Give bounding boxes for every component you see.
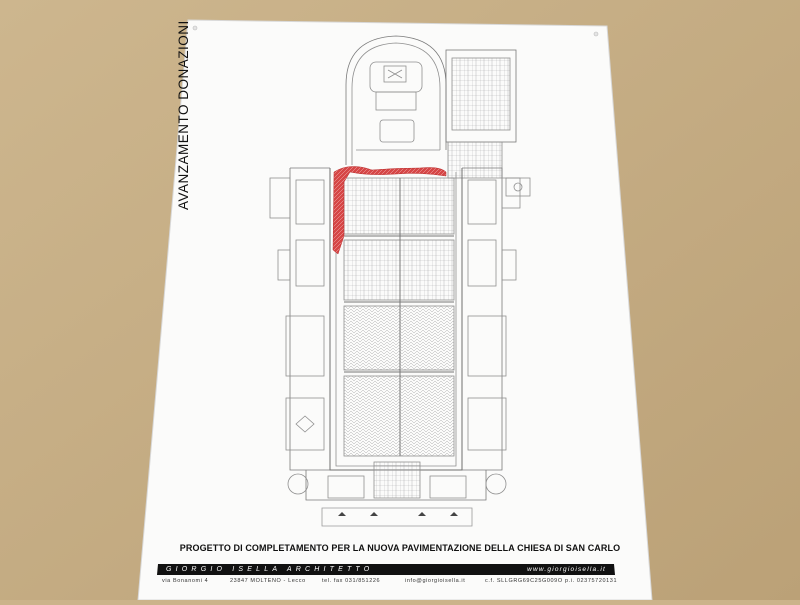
- firm-band-text: GIORGIO ISELLA ARCHITETTO www.giorgioise…: [158, 564, 614, 575]
- email: info@giorgioisella.it: [405, 578, 466, 584]
- church-floor-plan: [269, 35, 531, 527]
- firm-band: [157, 564, 615, 575]
- city: 23847 MOLTENO - Lecco: [230, 578, 306, 584]
- vat-number: p.i. 02375720131: [565, 578, 618, 584]
- panel-screw: [593, 31, 599, 37]
- project-caption: PROGETTO DI COMPLETAMENTO PER LA NUOVA P…: [179, 543, 621, 553]
- vertical-title: AVANZAMENTO DONAZIONI: [176, 20, 191, 210]
- donation-progress-fill: [332, 166, 447, 255]
- address: via Bonanomi 4: [162, 578, 209, 584]
- firm-name: GIORGIO ISELLA ARCHITETTO: [166, 566, 374, 573]
- tax-code: c.f. SLLGRG69C25G009O: [485, 578, 563, 584]
- phone: tel. fax 031/851226: [322, 578, 381, 584]
- firm-website: www.giorgioisella.it: [527, 566, 606, 573]
- panel-screw: [192, 25, 198, 31]
